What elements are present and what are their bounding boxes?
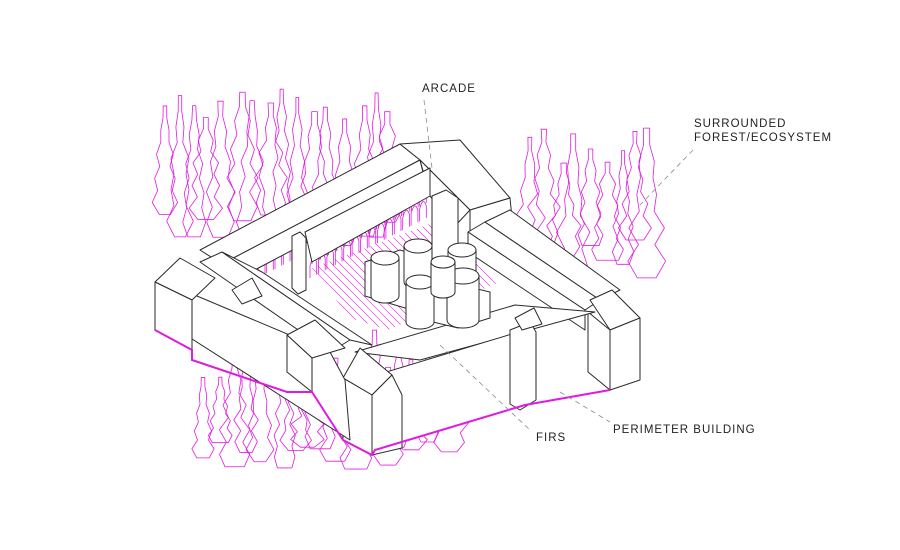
- arcade-arch: [410, 205, 419, 226]
- tree-outline: [208, 376, 233, 444]
- leader-forest: [639, 149, 694, 206]
- dormer-right: [514, 307, 543, 331]
- label-forest-line1: SURROUNDED: [694, 118, 787, 130]
- label-surrounded-forest: SURROUNDED FOREST/ECOSYSTEM: [694, 117, 832, 145]
- cylinder-tower: [430, 255, 456, 299]
- tree-outline: [151, 105, 178, 216]
- central-pavilion-cluster: [364, 238, 491, 330]
- front-corner-side: [371, 374, 403, 456]
- dormer-left: [231, 277, 263, 305]
- tree-outline: [226, 91, 259, 222]
- cylinder-tower: [370, 250, 400, 304]
- tree-outline: [166, 95, 194, 238]
- left-wing-top: [221, 251, 373, 346]
- arcade-arch: [393, 214, 402, 235]
- cylinder-tower: [405, 274, 435, 330]
- arcade-arch: [402, 209, 410, 231]
- arcade-arch: [419, 201, 427, 222]
- tree-outline: [618, 131, 652, 241]
- tree-outline: [219, 355, 251, 468]
- tree-outline: [351, 105, 379, 237]
- tree-outline: [245, 352, 275, 463]
- label-arcade: ARCADE: [422, 83, 476, 95]
- tree-outline: [254, 102, 288, 216]
- leader-perimeter: [559, 391, 611, 423]
- tree-outline: [577, 148, 604, 246]
- leader-firs: [439, 344, 531, 431]
- arcade-pylon: [291, 231, 307, 295]
- front-wing-riser: [509, 321, 537, 411]
- arcade-wall: [304, 167, 431, 263]
- ground-edge-line: [154, 329, 611, 457]
- hatch-line: [312, 224, 385, 330]
- leader-lines: [423, 99, 694, 431]
- tree-outline: [191, 377, 215, 459]
- label-forest-line2: FOREST/ECOSYSTEM: [694, 132, 833, 144]
- right-corner-wall: [609, 317, 641, 391]
- label-perimeter-building: PERIMETER BUILDING: [613, 424, 756, 436]
- label-firs: FIRS: [536, 432, 567, 444]
- hatch-line: [312, 224, 401, 330]
- hatch-line: [312, 224, 409, 330]
- leader-arcade: [423, 99, 433, 169]
- perimeter-building: [154, 139, 641, 456]
- tree-outline: [188, 117, 223, 220]
- hatch-line: [312, 224, 393, 330]
- tree-outline: [591, 161, 624, 261]
- tree-outline: [233, 354, 259, 453]
- right-wing-top: [484, 209, 621, 301]
- tree-outline: [627, 127, 666, 279]
- tree-outline: [182, 105, 207, 238]
- tree-outline: [206, 100, 235, 238]
- tree-outline: [612, 150, 635, 265]
